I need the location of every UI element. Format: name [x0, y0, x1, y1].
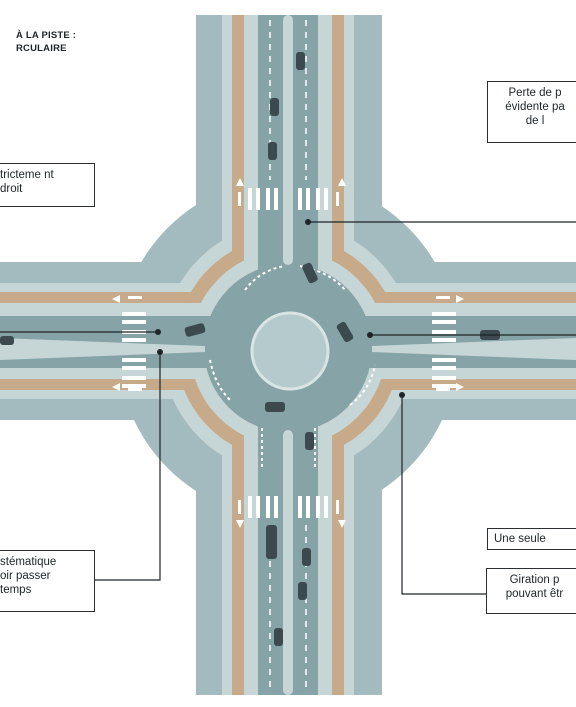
- right-mid-callout: Une seule: [487, 528, 576, 550]
- bike-crossings: [128, 192, 450, 514]
- central-island: [250, 311, 330, 391]
- top-left-line2: RCULAIRE: [16, 43, 67, 54]
- cars: [0, 52, 500, 646]
- bottom-left-line1: stématique: [0, 556, 57, 568]
- left-callout-line2: droit: [0, 183, 23, 195]
- bottom-left-line2: oir passer: [0, 570, 51, 582]
- right-top-line1: Perte de p: [508, 87, 562, 99]
- right-top-line3: de l: [525, 115, 545, 127]
- right-bottom-line1: Giration p: [509, 574, 560, 586]
- leader-lines: [0, 221, 576, 595]
- splitter-islands: [0, 15, 576, 695]
- right-top-callout: Perte de p évidente pa de l: [487, 81, 576, 143]
- crosswalk-east: [432, 312, 456, 388]
- yield-lines: [209, 265, 376, 470]
- crosswalk-north: [248, 188, 328, 210]
- left-callout-line1: tricteme nt: [0, 169, 54, 181]
- right-bottom-line2: pouvant êtr: [505, 588, 564, 600]
- bottom-left-line3: temps: [0, 584, 32, 596]
- top-left-heading: À LA PISTE : RCULAIRE: [16, 29, 76, 55]
- right-mid-text: Une seule: [494, 533, 546, 545]
- right-bottom-callout: Giration p pouvant êtr: [486, 568, 576, 614]
- lane-arrows: [112, 178, 464, 528]
- left-callout: tricteme nt droit: [0, 163, 95, 207]
- right-top-line2: évidente pa: [505, 101, 565, 113]
- top-left-line1: À LA PISTE :: [16, 30, 77, 41]
- leader-dots: [155, 219, 405, 398]
- crosswalk-south: [248, 496, 328, 518]
- bottom-left-callout: stématique oir passer temps: [0, 550, 95, 612]
